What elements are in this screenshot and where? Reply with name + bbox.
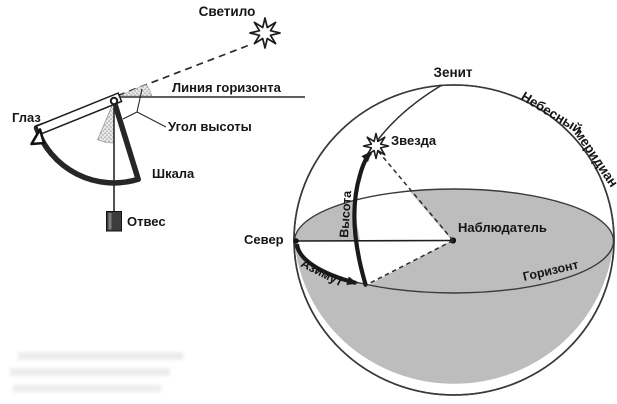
- zenith-label: Зенит: [433, 65, 472, 80]
- horizon-line-label: Линия горизонта: [172, 80, 282, 95]
- north-label: Север: [244, 232, 284, 247]
- eye-label: Глаз: [12, 110, 41, 125]
- plumb-label: Отвес: [127, 214, 166, 229]
- azimuth-arrow: [294, 243, 359, 286]
- altitude-angle-wedge-upper: [118, 84, 153, 97]
- altitude-label: Высота: [337, 189, 354, 238]
- lower-hemisphere-shading: [294, 241, 614, 384]
- quadrant-figure: Светило Линия горизонта Глаз Угол высоты…: [12, 4, 305, 232]
- altitude-wedge-cutout: [352, 190, 452, 241]
- altitude-angle-label: Угол высоты: [168, 119, 252, 134]
- observer-dashed-lines: [367, 150, 454, 285]
- luminary-star-icon: [249, 17, 281, 49]
- star-label: Звезда: [391, 133, 437, 148]
- altitude-angle-connectors: [122, 88, 167, 128]
- star-icon: [362, 132, 390, 160]
- north-direction-line: [295, 239, 452, 242]
- altitude-arrow: [352, 150, 373, 287]
- scale-label: Шкала: [152, 166, 195, 181]
- plumb-bob: [106, 211, 122, 232]
- eye-icon: [30, 128, 46, 146]
- celestial-sphere-figure: Зенит Небесный меридиан Звезда Высота На…: [244, 65, 617, 396]
- luminary-label: Светило: [199, 4, 256, 19]
- north-point-dot: [293, 238, 299, 244]
- observer-label: Наблюдатель: [458, 220, 547, 235]
- pivot-point: [109, 96, 119, 106]
